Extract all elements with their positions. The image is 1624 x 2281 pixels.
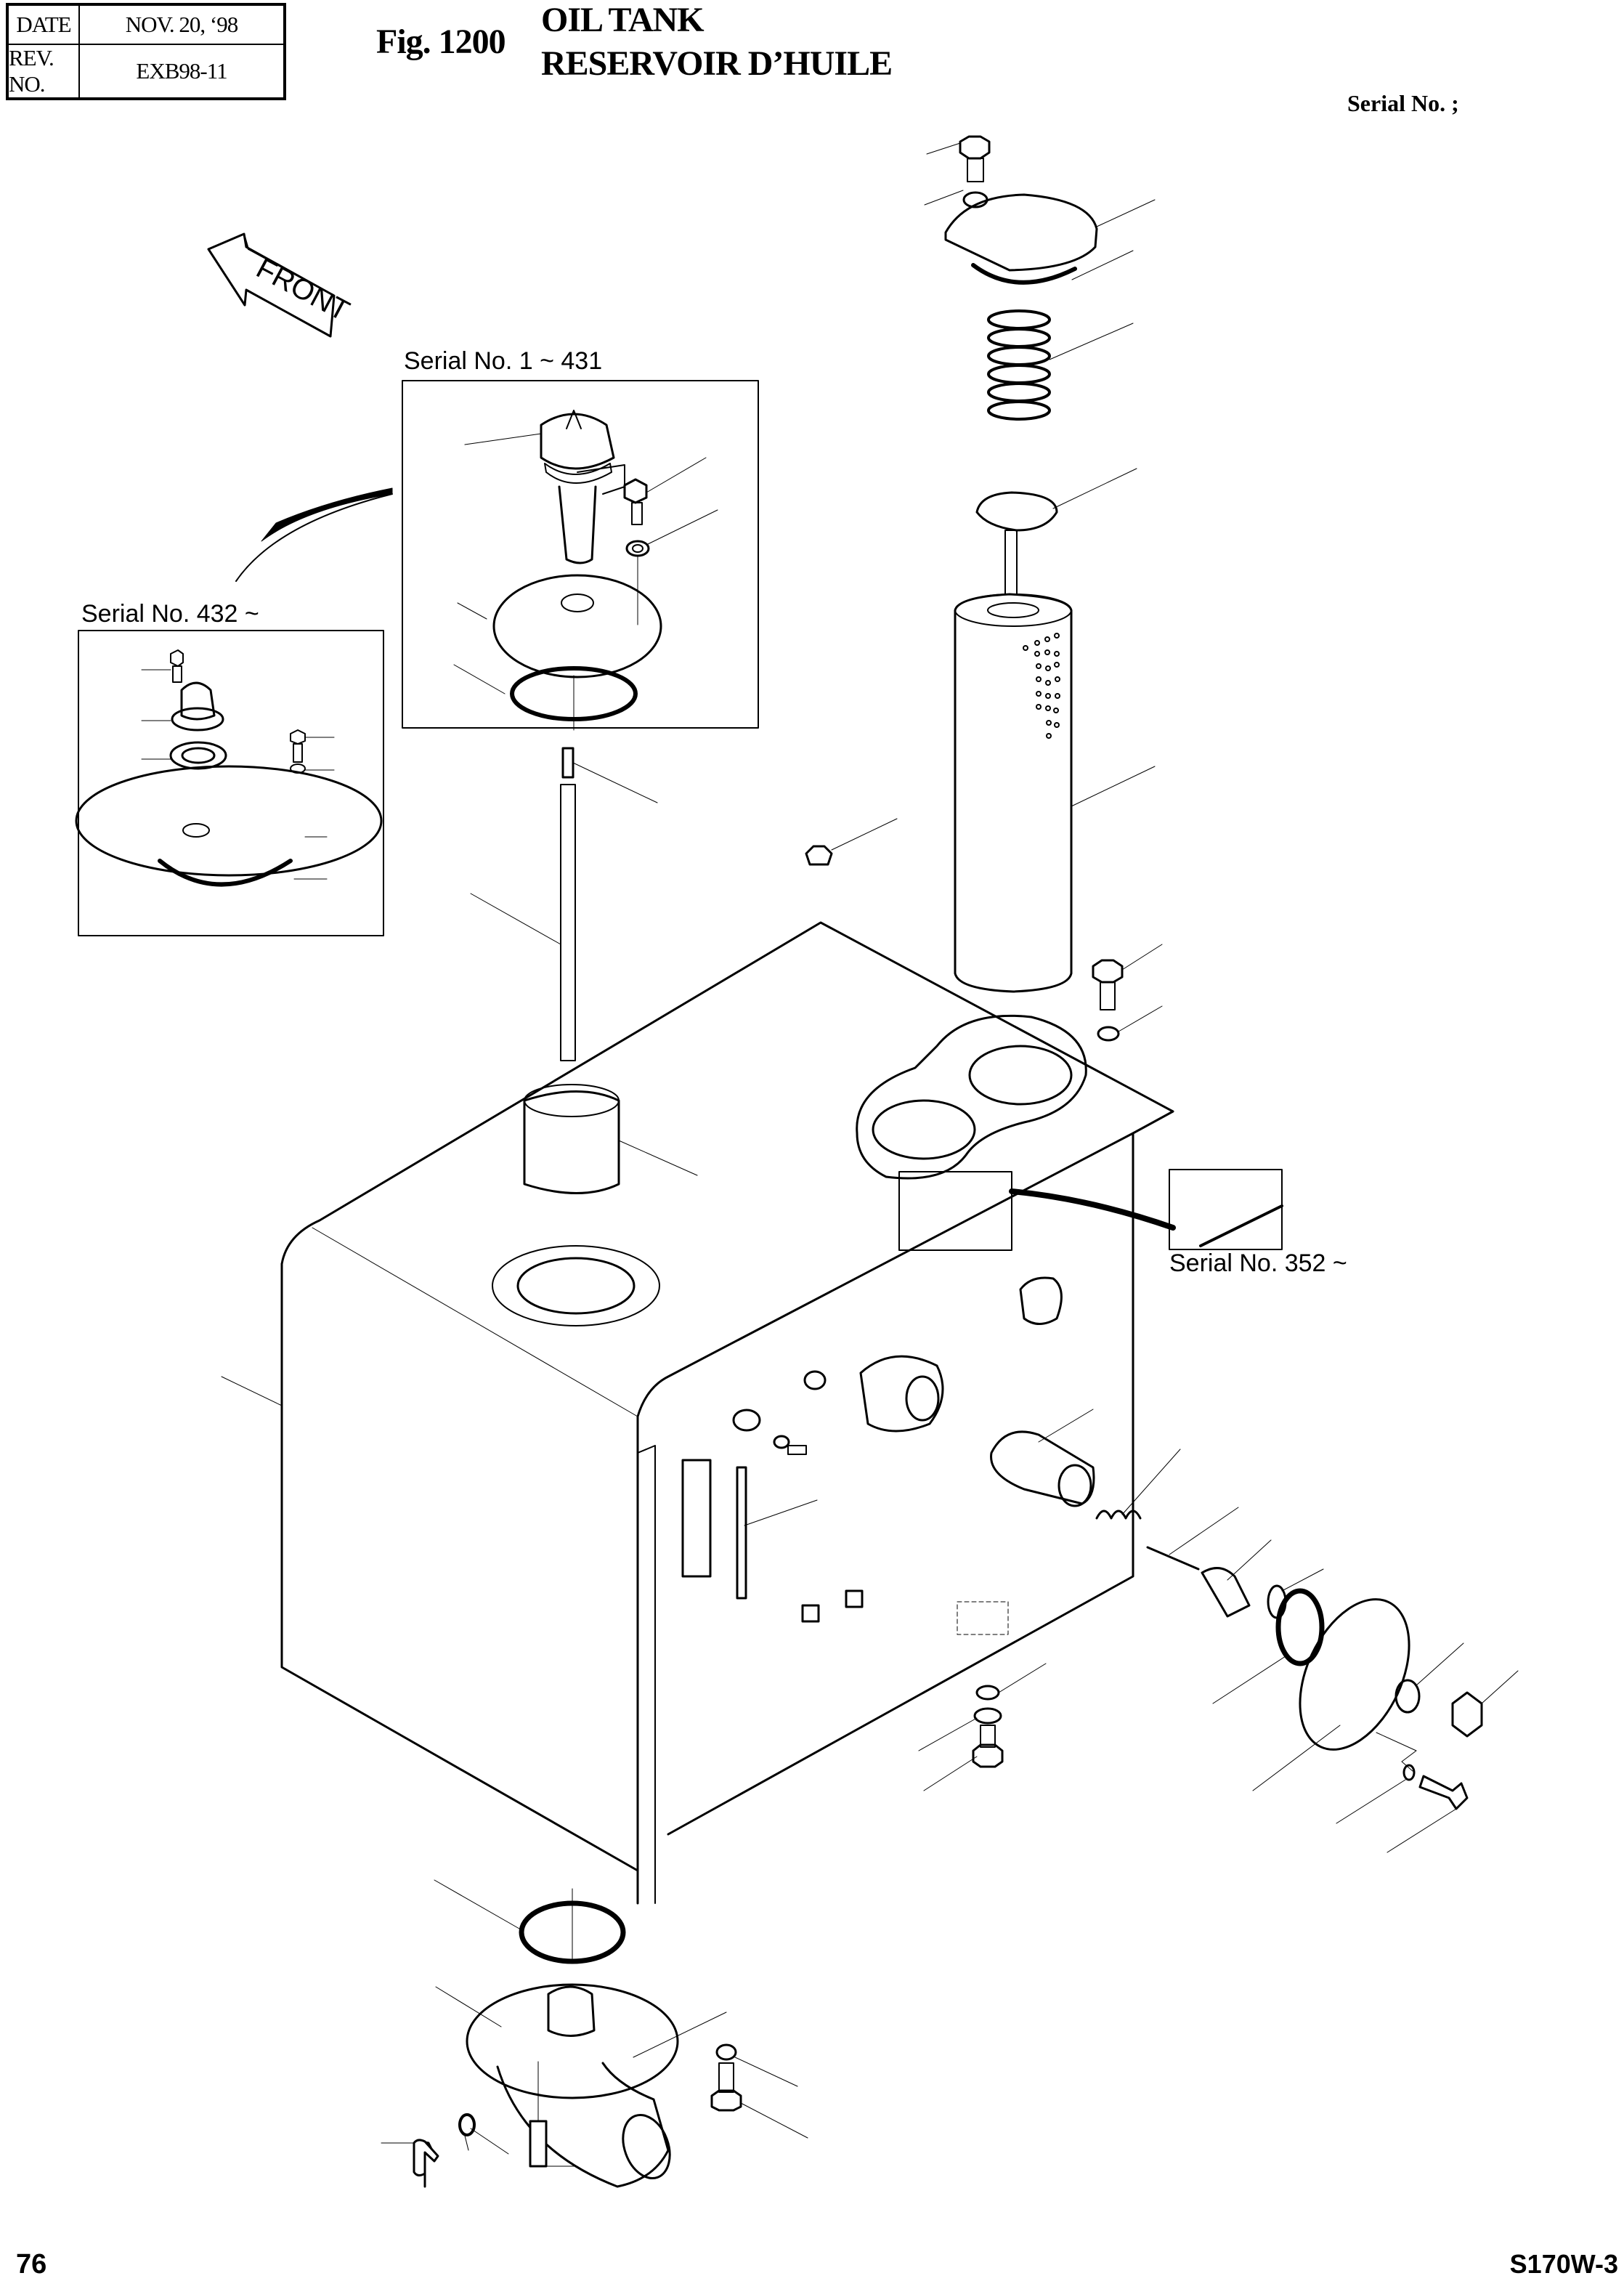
inset-early-breather [402, 380, 759, 731]
perforation-pattern [1023, 633, 1060, 739]
rev-label: REV. NO. [9, 45, 80, 97]
inset-label-plate: Serial No. 352 ~ [1169, 1249, 1347, 1277]
inset-late-breather [75, 630, 384, 936]
bolt-icon [959, 135, 991, 160]
figure-number: Fig. 1200 [376, 23, 506, 61]
inset-label-early: Serial No. 1 ~ 431 [404, 347, 603, 375]
model-code: S170W-3 [1509, 2249, 1618, 2279]
bottom-suction-assembly [381, 1879, 808, 2188]
inset-label-late: Serial No. 432 ~ [81, 600, 259, 628]
tank-body-outline [221, 921, 1283, 1905]
bolt-icon [1092, 959, 1124, 984]
front-arrow-icon: FRONT [207, 232, 354, 338]
date-value: NOV. 20, ‘98 [80, 6, 283, 45]
plug-icon [805, 845, 833, 866]
rev-value: EXB98-11 [136, 58, 227, 84]
revision-table: DATE NOV. 20, ‘98 REV. NO. EXB98-11 [6, 3, 286, 100]
date-label: DATE [9, 6, 80, 45]
figure-title-english: OIL TANK [541, 1, 705, 39]
pointer-arrow-icon [261, 487, 393, 542]
serial-note: Serial No. ; [1347, 90, 1459, 116]
suction-strainer-assembly [990, 1409, 1519, 1853]
figure-title-french: RESERVOIR D’HUILE [541, 44, 893, 83]
page-number: 76 [16, 2249, 47, 2280]
strainer-icon [523, 1090, 620, 1194]
return-filter-assembly [924, 135, 1156, 993]
